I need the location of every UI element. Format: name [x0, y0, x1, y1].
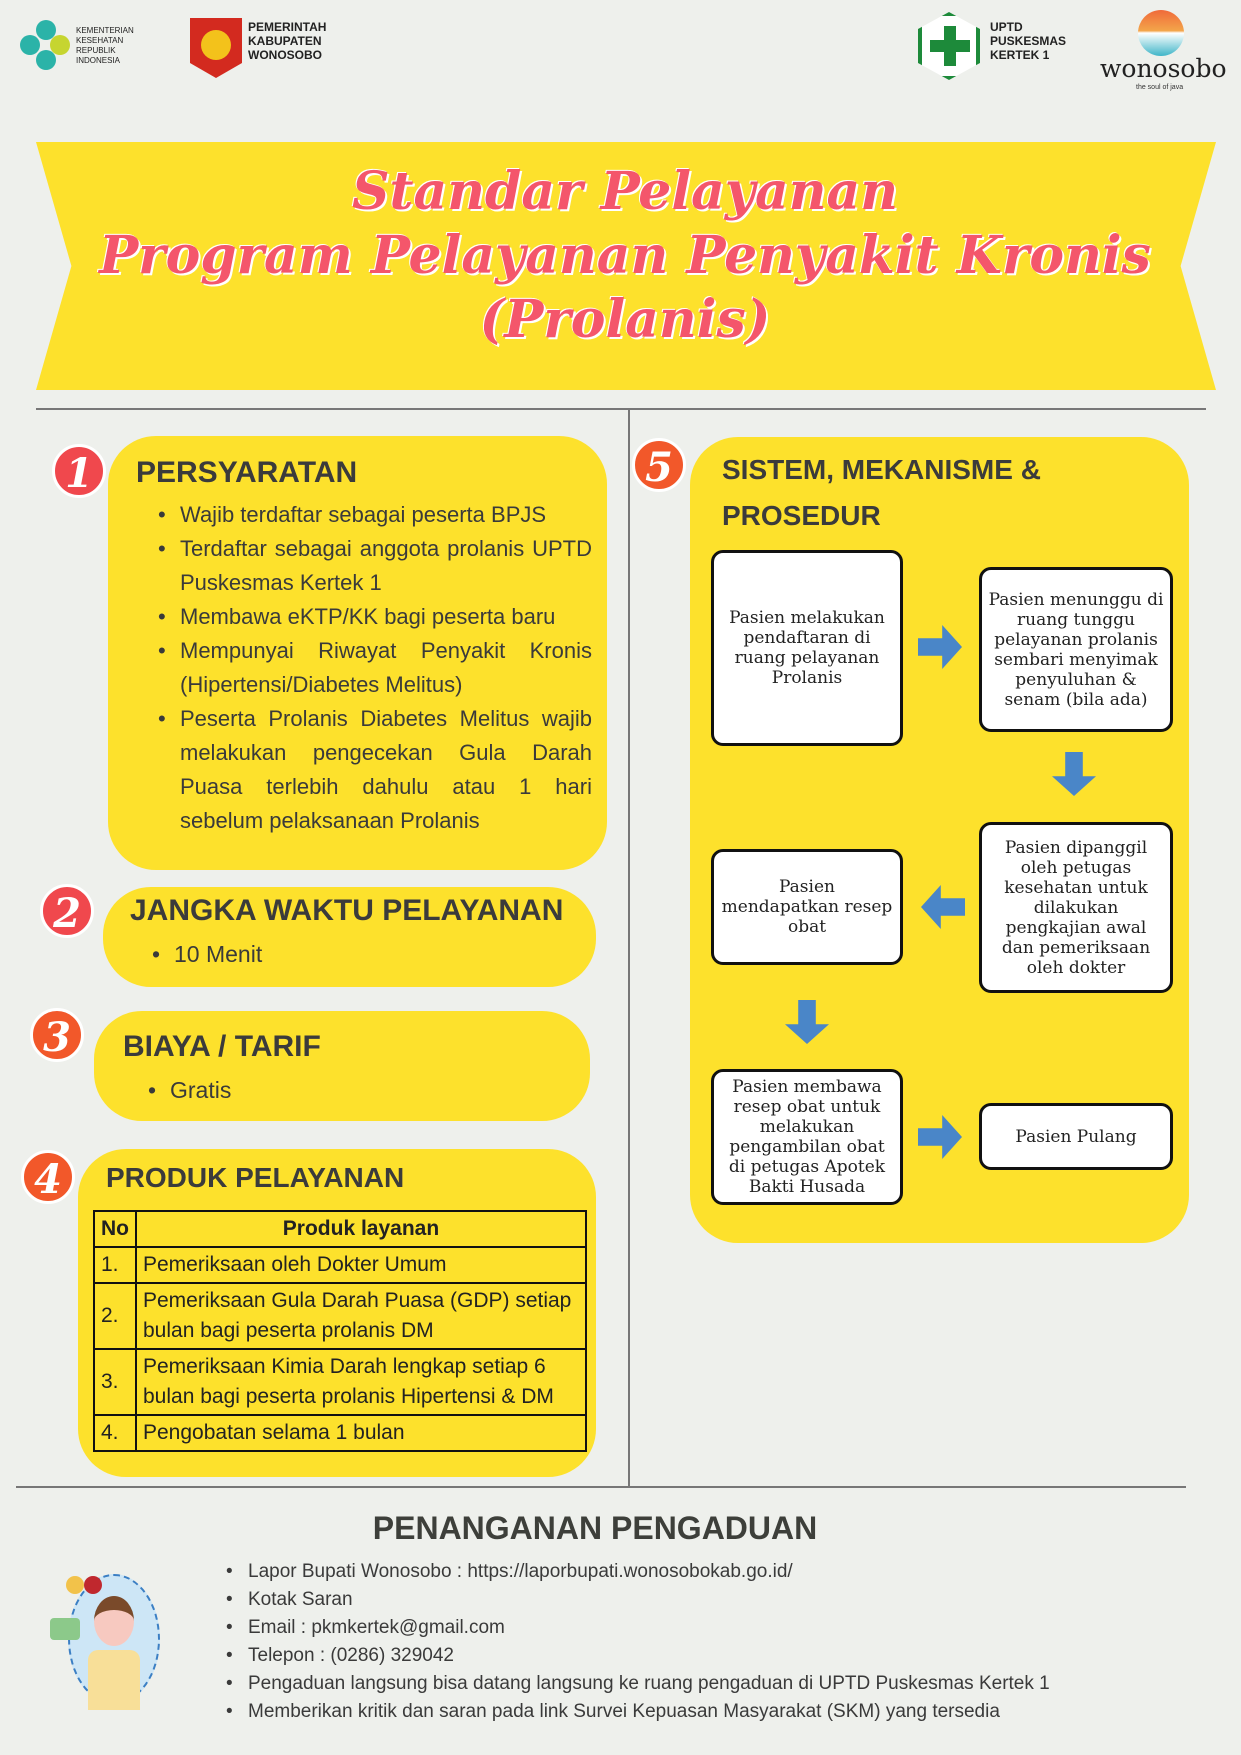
- fee-heading: BIAYA / TARIF: [123, 1030, 321, 1063]
- requirements-heading: PERSYARATAN: [136, 456, 358, 489]
- puskesmas-text: UPTD PUSKESMAS KERTEK 1: [990, 20, 1066, 62]
- title-line-3: (Prolanis): [479, 289, 771, 350]
- fee-list: Gratis: [140, 1072, 540, 1108]
- pemkab-line: KABUPATEN: [248, 34, 322, 48]
- puskesmas-line: KERTEK 1: [990, 48, 1050, 62]
- title-line-1: Standar Pelayanan: [351, 161, 899, 222]
- table-row: 1.Pemeriksaan oleh Dokter Umum: [93, 1246, 587, 1284]
- header-no: No: [93, 1210, 137, 1248]
- kemenkes-logo: [16, 16, 72, 79]
- table-row: 4.Pengobatan selama 1 bulan: [93, 1414, 587, 1452]
- row-no: 3.: [93, 1348, 137, 1416]
- row-no: 4.: [93, 1414, 137, 1452]
- divider-top: [36, 408, 1206, 410]
- wonosobo-tagline: the soul of java: [1136, 84, 1184, 91]
- duration-heading: JANGKA WAKTU PELAYANAN: [130, 894, 564, 927]
- flow-step-1: Pasien melakukan pendaftaran di ruang pe…: [711, 550, 903, 746]
- pemkab-text: PEMERINTAH KABUPATEN WONOSOBO: [248, 20, 326, 62]
- list-item: Memberikan kritik dan saran pada link Su…: [218, 1698, 1178, 1726]
- flow-step-2: Pasien menunggu di ruang tunggu pelayana…: [979, 567, 1173, 732]
- table-row: 2.Pemeriksaan Gula Darah Puasa (GDP) set…: [93, 1282, 587, 1350]
- pemkab-crest-icon: [190, 18, 242, 78]
- divider-bottom: [16, 1486, 1186, 1488]
- customer-service-illustration-icon: [50, 1568, 170, 1710]
- list-item: Mempunyai Riwayat Penyakit Kronis (Hiper…: [150, 634, 592, 702]
- flow-step-4: Pasien mendapatkan resep obat: [711, 849, 903, 965]
- pemkab-line: WONOSOBO: [248, 48, 322, 62]
- section-number-2: 2: [40, 884, 94, 938]
- flow-step-5: Pasien membawa resep obat untuk melakuka…: [711, 1069, 903, 1205]
- puskesmas-line: UPTD: [990, 20, 1023, 34]
- procedure-heading-1: SISTEM, MEKANISME &: [722, 454, 1041, 485]
- divider-vertical: [628, 408, 630, 1486]
- kemenkes-text: KEMENTERIAN KESEHATAN REPUBLIK INDONESIA: [76, 26, 134, 65]
- title-banner: [36, 142, 1216, 390]
- flow-step-6: Pasien Pulang: [979, 1103, 1173, 1170]
- wonosobo-logo-icon: [1138, 10, 1184, 56]
- list-item: Wajib terdaftar sebagai peserta BPJS: [150, 498, 592, 532]
- list-item: Membawa eKTP/KK bagi peserta baru: [150, 600, 592, 634]
- row-no: 2.: [93, 1282, 137, 1350]
- list-item: 10 Menit: [144, 936, 544, 972]
- procedure-heading-2: PROSEDUR: [722, 500, 881, 531]
- list-item: Gratis: [140, 1072, 540, 1108]
- table-row: 3.Pemeriksaan Kimia Darah lengkap setiap…: [93, 1348, 587, 1416]
- flow-step-3: Pasien dipanggil oleh petugas kesehatan …: [979, 822, 1173, 993]
- list-item: Lapor Bupati Wonosobo : https://laporbup…: [218, 1558, 1178, 1586]
- header-product: Produk layanan: [135, 1210, 587, 1248]
- page-title: Standar Pelayanan Program Pelayanan Peny…: [40, 160, 1210, 352]
- section-number-3: 3: [30, 1008, 84, 1062]
- requirements-list: Wajib terdaftar sebagai peserta BPJS Ter…: [150, 498, 592, 838]
- section-number-5: 5: [632, 438, 686, 492]
- puskesmas-logo-icon: [918, 12, 980, 80]
- list-item: Terdaftar sebagai anggota prolanis UPTD …: [150, 532, 592, 600]
- list-item: Email : pkmkertek@gmail.com: [218, 1614, 1178, 1642]
- row-product: Pemeriksaan Kimia Darah lengkap setiap 6…: [135, 1348, 587, 1416]
- title-line-2: Program Pelayanan Penyakit Kronis: [99, 225, 1151, 286]
- puskesmas-line: PUSKESMAS: [990, 34, 1067, 48]
- list-item: Kotak Saran: [218, 1586, 1178, 1614]
- row-product: Pemeriksaan Gula Darah Puasa (GDP) setia…: [135, 1282, 587, 1350]
- duration-list: 10 Menit: [144, 936, 544, 972]
- complaints-heading: PENANGANAN PENGADUAN: [372, 1510, 818, 1546]
- list-item: Peserta Prolanis Diabetes Melitus wajib …: [150, 702, 592, 838]
- products-heading: PRODUK PELAYANAN: [106, 1162, 405, 1193]
- row-no: 1.: [93, 1246, 137, 1284]
- list-item: Pengaduan langsung bisa datang langsung …: [218, 1670, 1178, 1698]
- row-product: Pemeriksaan oleh Dokter Umum: [135, 1246, 587, 1284]
- section-number-4: 4: [21, 1150, 75, 1204]
- complaints-list: Lapor Bupati Wonosobo : https://laporbup…: [218, 1558, 1178, 1726]
- kemenkes-icon: [20, 20, 70, 70]
- pemkab-line: PEMERINTAH: [248, 20, 327, 34]
- section-number-1: 1: [52, 444, 106, 498]
- row-product: Pengobatan selama 1 bulan: [135, 1414, 587, 1452]
- list-item: Telepon : (0286) 329042: [218, 1642, 1178, 1670]
- wonosobo-wordmark: wonosobo: [1100, 54, 1227, 83]
